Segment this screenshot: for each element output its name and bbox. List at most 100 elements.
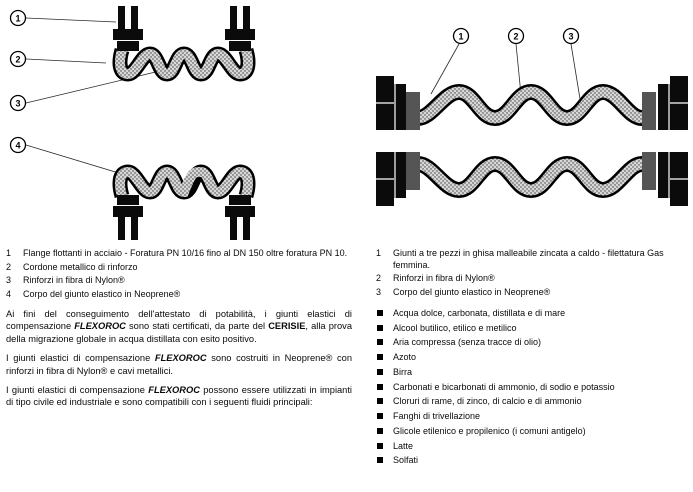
fluid-item: Acqua dolce, carbonata, distillata e di … (376, 308, 689, 319)
bellows-top-wall (112, 46, 256, 82)
callout-marker (9, 50, 27, 68)
paragraph-text: I giunti elastici di compensazione (6, 385, 149, 396)
fluid-item: Solfati (376, 455, 689, 466)
callout-marker (562, 27, 580, 45)
part-number: 2 (6, 261, 12, 272)
part-text: Rinforzi in fibra di Nylon® (23, 275, 125, 286)
fluid-text: Alcool butilico, etilico e metilico (393, 322, 517, 333)
bellows-bottom-wall (112, 164, 256, 200)
part-number: 1 (376, 248, 382, 258)
threaded-joint-drawing: 1 2 3 (376, 27, 688, 206)
callout-marker (507, 27, 525, 45)
part-text: Giunti a tre pezzi in ghisa malleabile z… (393, 248, 664, 270)
callout-marker (9, 136, 27, 154)
fluid-item: Fanghi di trivellazione (376, 411, 689, 422)
threaded-joint-parts-list: 1 Giunti a tre pezzi in ghisa malleabile… (376, 248, 689, 299)
parts-list-item: 3 Corpo del giunto elastico in Neoprene® (376, 287, 689, 299)
fluid-text: Acqua dolce, carbonata, distillata e di … (393, 307, 566, 318)
left-column: 1 2 3 4 1 Flange flottanti in acciaio - … (6, 4, 352, 492)
paragraph-text: , alla prova della migrazione globale in… (6, 321, 352, 344)
certification-paragraph: Ai fini del conseguimento dell'attestato… (6, 308, 352, 345)
flanged-joint-parts-list: 1 Flange flottanti in acciaio - Foratura… (6, 248, 352, 301)
callout-number: 1 (15, 13, 20, 23)
paragraph-text: Ai fini del conseguimento dell'attestato… (6, 308, 352, 332)
flanged-joint-drawing: 1 2 3 4 (9, 6, 256, 240)
parts-list-item: 2 Rinforzi in fibra di Nylon® (376, 273, 689, 285)
fluid-text: Latte (393, 440, 414, 451)
bellows-top-wall (416, 83, 644, 127)
left-union (376, 76, 420, 206)
fluid-text: Aria compressa (senza tracce di olio) (393, 337, 542, 348)
fluid-text: Fanghi di trivellazione (393, 411, 481, 421)
callout-markers: 1 2 3 (452, 27, 580, 45)
callout-number: 2 (15, 54, 20, 64)
right-column: 1 2 3 1 Giunti a tre pezzi in ghisa mall… (376, 4, 689, 492)
square-bullet-icon (377, 309, 383, 316)
parts-list-item: 1 Giunti a tre pezzi in ghisa malleabile… (376, 248, 689, 271)
square-bullet-icon (377, 442, 383, 449)
fluid-item: Azoto (376, 352, 689, 363)
fluid-text: Solfati (393, 455, 419, 466)
part-text: Corpo del giunto elastico in Neoprene® (23, 289, 181, 300)
square-bullet-icon (377, 383, 383, 390)
threaded-joint-diagram: 1 2 3 (376, 4, 689, 242)
fluid-item: Carbonati e bicarbonati di ammonio, di s… (376, 382, 689, 393)
brand-name: FLEXOROC (74, 321, 126, 332)
callout-number: 1 (458, 31, 463, 41)
part-number: 3 (6, 275, 12, 286)
description-paragraphs: Ai fini del conseguimento dell'attestato… (6, 308, 352, 409)
square-bullet-icon (377, 427, 383, 434)
callout-number: 4 (15, 140, 20, 150)
organization-name: CERISIE (268, 321, 306, 332)
fluid-item: Latte (376, 441, 689, 452)
parts-list-item: 1 Flange flottanti in acciaio - Foratura… (6, 248, 352, 260)
construction-paragraph: I giunti elastici di compensazione FLEXO… (6, 352, 352, 377)
fluid-text: Cloruri di rame, di zinco, di calcio e d… (393, 396, 582, 407)
callout-marker (9, 94, 27, 112)
paragraph-text: I giunti elastici di compensazione (6, 353, 155, 364)
callout-marker (452, 27, 470, 45)
square-bullet-icon (377, 457, 383, 464)
square-bullet-icon (377, 398, 383, 405)
part-text: Flange flottanti in acciaio - Foratura P… (23, 248, 348, 258)
parts-list-item: 3 Rinforzi in fibra di Nylon® (6, 275, 352, 287)
fluid-item: Aria compressa (senza tracce di olio) (376, 337, 689, 348)
part-text: Cordone metallico di rinforzo (23, 261, 138, 272)
right-union (642, 76, 688, 206)
fluid-text: Carbonati e bicarbonati di ammonio, di s… (393, 381, 615, 392)
fluid-item: Alcool butilico, etilico e metilico (376, 323, 689, 334)
brand-name: FLEXOROC (154, 353, 207, 364)
applications-paragraph: I giunti elastici di compensazione FLEXO… (6, 384, 352, 409)
callout-number: 2 (513, 31, 518, 41)
part-text: Rinforzi in fibra di Nylon® (393, 273, 495, 284)
brand-name: FLEXOROC (148, 385, 200, 396)
fluid-text: Azoto (393, 352, 417, 362)
part-number: 2 (376, 273, 382, 284)
fluid-item: Glicole etilenico e propilenico (i comun… (376, 426, 689, 437)
fluid-text: Glicole etilenico e propilenico (i comun… (393, 425, 586, 436)
compatible-fluids-list: Acqua dolce, carbonata, distillata e di … (376, 308, 689, 467)
part-number: 3 (376, 287, 382, 298)
square-bullet-icon (377, 413, 383, 419)
fluid-text: Birra (393, 366, 413, 377)
bellows-bottom-wall (416, 155, 644, 199)
square-bullet-icon (377, 324, 383, 331)
square-bullet-icon (377, 354, 383, 360)
callout-markers: 1 2 3 4 (9, 9, 27, 154)
callout-marker (9, 9, 27, 27)
paragraph-text: possono essere utilizzati in impianti di… (6, 385, 352, 408)
parts-list-item: 2 Cordone metallico di rinforzo (6, 262, 352, 274)
fluid-item: Cloruri di rame, di zinco, di calcio e d… (376, 396, 689, 407)
callout-number: 3 (568, 31, 573, 41)
flanged-joint-diagram: 1 2 3 4 (6, 4, 352, 242)
square-bullet-icon (377, 339, 383, 346)
part-number: 1 (6, 248, 12, 258)
callout-number: 3 (15, 98, 20, 108)
square-bullet-icon (377, 368, 383, 375)
part-text: Corpo del giunto elastico in Neoprene® (393, 287, 551, 298)
part-number: 4 (6, 289, 12, 300)
paragraph-text: sono stati certificati, da parte del (125, 321, 269, 332)
flanges (113, 6, 255, 240)
fluid-item: Birra (376, 367, 689, 378)
